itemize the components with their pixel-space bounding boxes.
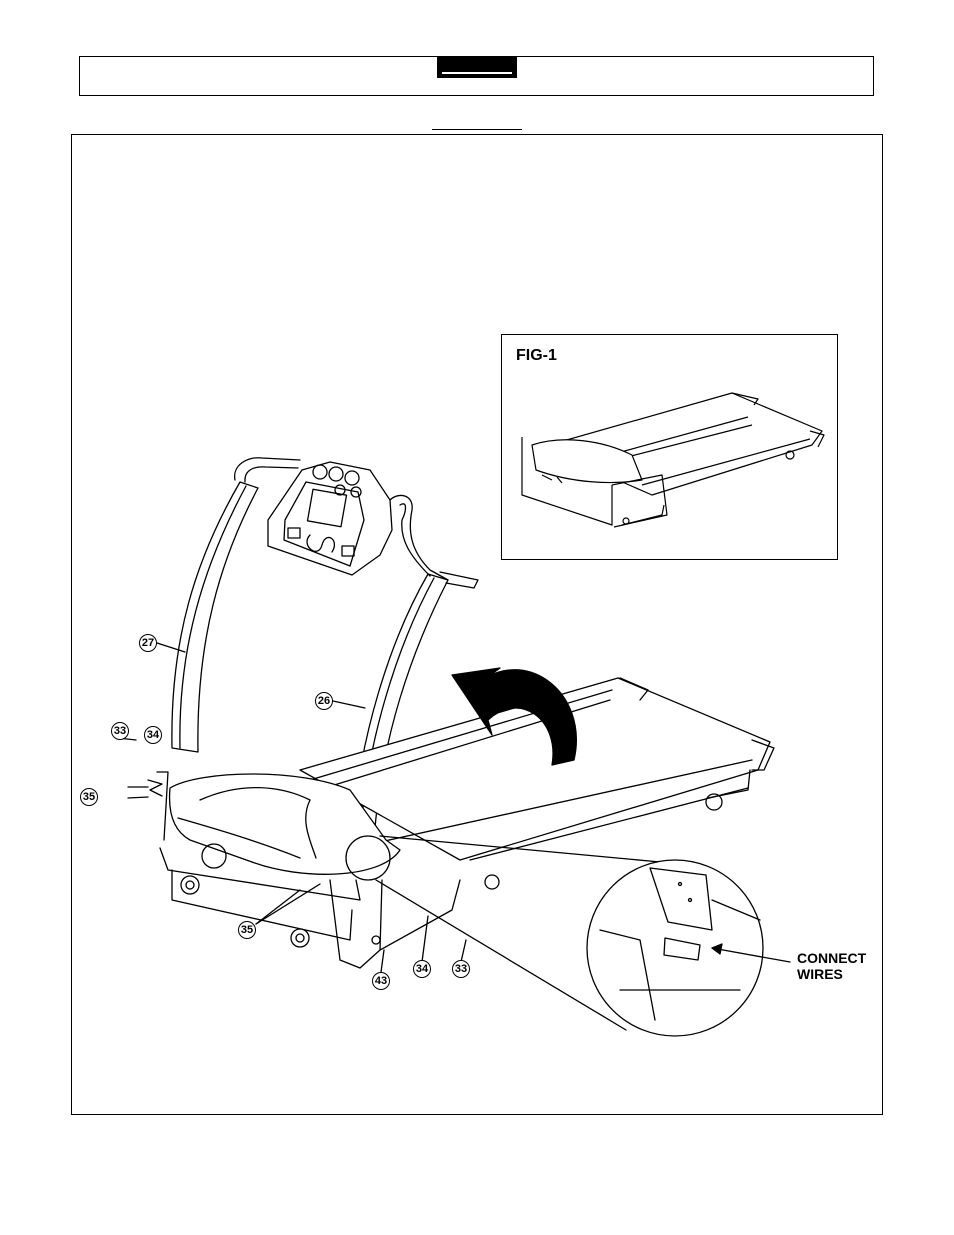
callout-26: 26	[315, 692, 333, 710]
fig-1-inset: FIG-1	[501, 334, 838, 560]
connect-label-line1: CONNECT	[797, 950, 866, 966]
callout-33-bottom: 33	[452, 960, 470, 978]
callout-34-left: 34	[144, 726, 162, 744]
callout-34-bottom: 34	[413, 960, 431, 978]
callout-27: 27	[139, 634, 157, 652]
connect-label-line2: WIRES	[797, 966, 866, 982]
connect-wires-label: CONNECT WIRES	[797, 950, 866, 982]
folded-treadmill-illustration	[502, 335, 839, 561]
callout-43: 43	[372, 972, 390, 990]
callout-35-bottom: 35	[238, 921, 256, 939]
callout-33-left: 33	[111, 722, 129, 740]
callout-35-left: 35	[80, 788, 98, 806]
fig-1-title: FIG-1	[516, 347, 557, 365]
